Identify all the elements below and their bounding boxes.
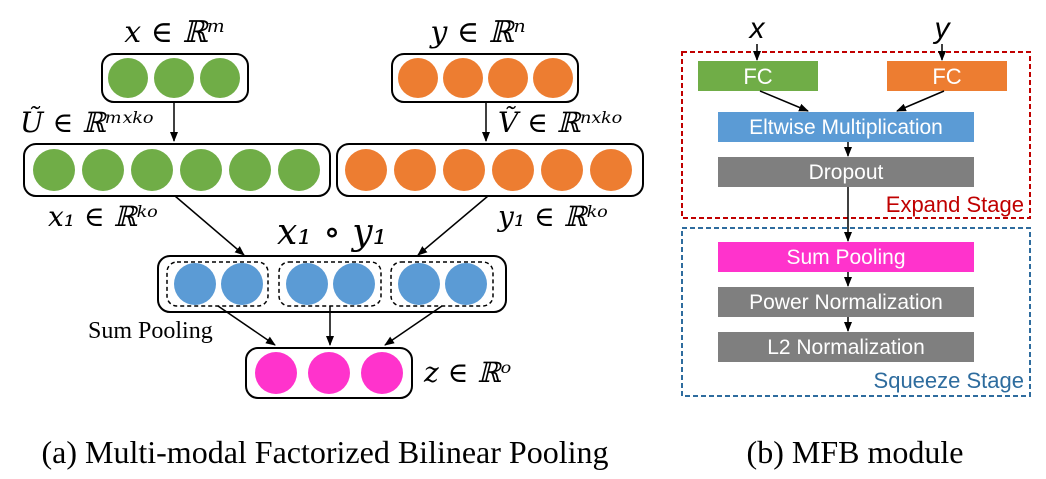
power-norm-label: Power Normalization bbox=[749, 291, 943, 314]
x-node bbox=[154, 58, 194, 98]
z-node bbox=[255, 352, 297, 394]
power-norm-box bbox=[718, 287, 974, 317]
sum-pooling-box bbox=[718, 242, 974, 272]
caption-b: (b) MFB module bbox=[747, 434, 964, 470]
x1-to-product-arrow bbox=[174, 195, 245, 256]
y-vector-box bbox=[391, 53, 579, 103]
dropout-box bbox=[718, 157, 974, 187]
y-node bbox=[398, 58, 438, 98]
fc-x-to-eltwise-arrow bbox=[759, 90, 809, 112]
y1-node bbox=[345, 149, 387, 191]
sum-pooling-block-label: Sum Pooling bbox=[786, 246, 905, 269]
y-node bbox=[443, 58, 483, 98]
x1-node bbox=[82, 149, 124, 191]
y-node bbox=[488, 58, 528, 98]
fc-y-to-eltwise-arrow bbox=[896, 90, 945, 112]
x1-label: x₁ ∈ ℝᵏᵒ bbox=[48, 200, 158, 233]
fc-x-label: FC bbox=[743, 64, 772, 89]
product-node bbox=[286, 263, 328, 305]
mfb-module-diagram: x y FC FC Eltwise Multiplication Dropout… bbox=[681, 12, 1031, 397]
group1-to-z-arrow bbox=[217, 305, 276, 346]
y1-to-product-arrow bbox=[417, 195, 489, 256]
product-vector-box bbox=[157, 255, 507, 313]
product-node bbox=[221, 263, 263, 305]
caption-a: (a) Multi-modal Factorized Bilinear Pool… bbox=[42, 434, 609, 470]
x-node bbox=[108, 58, 148, 98]
product-node bbox=[398, 263, 440, 305]
y1-node bbox=[394, 149, 436, 191]
z-node bbox=[308, 352, 350, 394]
mfb-pooling-diagram: x ∈ ℝᵐ y ∈ ℝⁿ Ũ ∈ ℝᵐˣᵏᵒ Ṽ ∈ ℝⁿˣᵏᵒ bbox=[20, 15, 644, 399]
z-node bbox=[361, 352, 403, 394]
y1-vector-box bbox=[336, 143, 644, 197]
y1-node bbox=[590, 149, 632, 191]
product-node bbox=[174, 263, 216, 305]
x1-node bbox=[33, 149, 75, 191]
fc-x-box bbox=[698, 61, 818, 91]
y-input-symbol: y bbox=[933, 12, 952, 45]
y1-label: y₁ ∈ ℝᵏᵒ bbox=[496, 200, 608, 233]
y-input-label: y ∈ ℝⁿ bbox=[428, 15, 525, 50]
squeeze-stage-box bbox=[681, 227, 1031, 397]
fc-y-box bbox=[887, 61, 1007, 91]
expand-stage-label: Expand Stage bbox=[886, 192, 1024, 217]
x-node bbox=[200, 58, 240, 98]
l2-norm-box bbox=[718, 332, 974, 362]
y1-node bbox=[492, 149, 534, 191]
y1-node bbox=[541, 149, 583, 191]
x1-node bbox=[229, 149, 271, 191]
y-node bbox=[533, 58, 573, 98]
x-input-label: x ∈ ℝᵐ bbox=[124, 15, 226, 50]
eltwise-box bbox=[718, 112, 974, 142]
x1-node bbox=[180, 149, 222, 191]
x1-node bbox=[131, 149, 173, 191]
x1-vector-box bbox=[23, 143, 331, 197]
eltwise-label: Eltwise Multiplication bbox=[749, 116, 943, 139]
x-vector-box bbox=[101, 53, 249, 103]
pooling-group-box bbox=[166, 261, 269, 307]
y1-node bbox=[443, 149, 485, 191]
x1-node bbox=[278, 149, 320, 191]
z-output-label: z ∈ ℝᵒ bbox=[423, 356, 511, 389]
product-node bbox=[445, 263, 487, 305]
fc-y-label: FC bbox=[932, 64, 961, 89]
z-vector-box bbox=[245, 347, 413, 399]
elementwise-product-label: x₁ ∘ y₁ bbox=[277, 212, 387, 253]
u-matrix-label: Ũ ∈ ℝᵐˣᵏᵒ bbox=[20, 106, 154, 139]
sum-pooling-label: Sum Pooling bbox=[88, 318, 213, 344]
expand-stage-box bbox=[681, 51, 1031, 219]
group3-to-z-arrow bbox=[384, 305, 443, 346]
l2-norm-label: L2 Normalization bbox=[767, 336, 925, 359]
x-input-symbol: x bbox=[748, 12, 766, 45]
dropout-label: Dropout bbox=[809, 161, 884, 184]
squeeze-stage-label: Squeeze Stage bbox=[874, 368, 1024, 393]
product-node bbox=[333, 263, 375, 305]
v-matrix-label: Ṽ ∈ ℝⁿˣᵏᵒ bbox=[498, 106, 622, 139]
